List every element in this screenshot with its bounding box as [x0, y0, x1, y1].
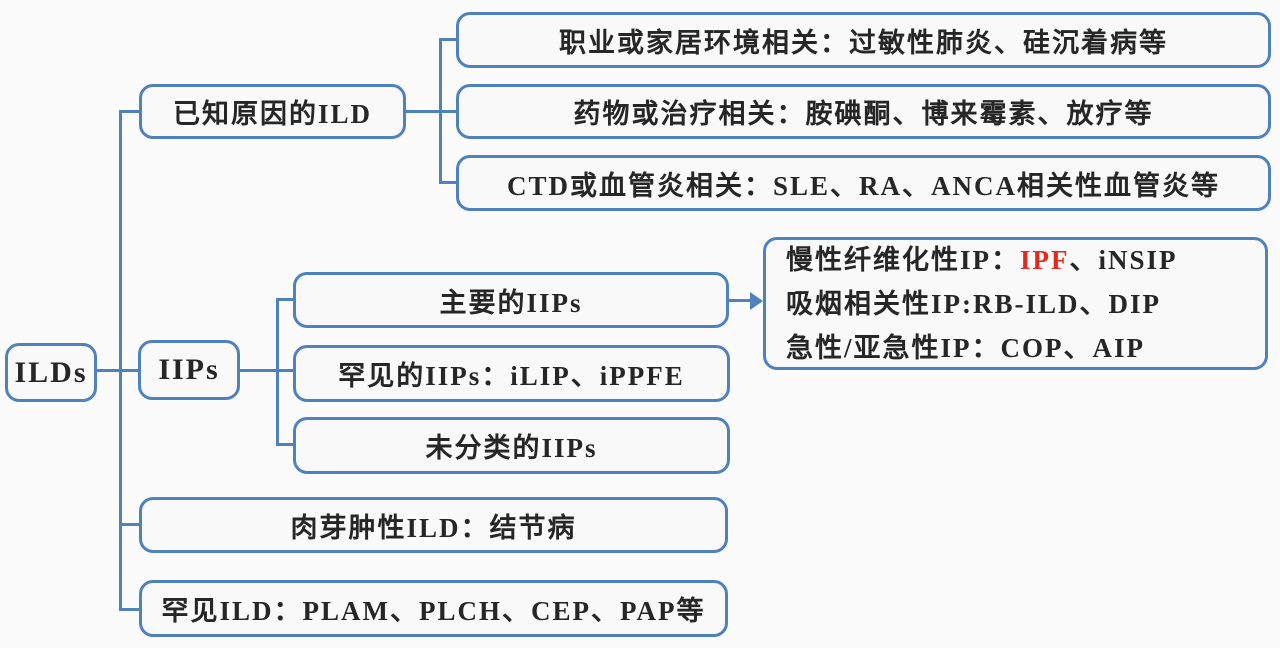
node-label: 罕见的IIPs：iLIP、iPPFE — [338, 361, 685, 391]
connector-main-trunk — [119, 110, 122, 611]
connector-iips-branch — [240, 369, 293, 372]
connector-root-to-trunk — [97, 369, 138, 372]
node-label: 职业或家居环境相关：过敏性肺炎、硅沉着病等 — [559, 27, 1168, 58]
arrow-right-icon — [750, 292, 763, 310]
detail-line-acute-subacute: 急性/亚急性IP：COP、AIP — [786, 332, 1145, 363]
connector-trunk-to-rare-ild — [119, 608, 139, 611]
node-label: IIPs — [158, 353, 220, 386]
detail-line-chronic-fibrosing: 慢性纤维化性IP：IPF、iNSIP — [786, 238, 1178, 282]
connector-to-occupational — [439, 38, 456, 41]
node-ilds-root: ILDs — [5, 343, 97, 402]
node-label: 未分类的IIPs — [425, 433, 598, 463]
node-major-iips-detail: 慢性纤维化性IP：IPF、iNSIP 吸烟相关性IP:RB-ILD、DIP 急性… — [763, 237, 1268, 370]
node-iips: IIPs — [138, 340, 240, 400]
node-label: ILDs — [14, 355, 88, 389]
node-label: 药物或治疗相关：胺碘酮、博来霉素、放疗等 — [573, 99, 1154, 129]
detail-line1-prefix: 慢性纤维化性IP： — [786, 244, 1020, 275]
node-label: 主要的IIPs — [439, 287, 583, 318]
node-occupational-environmental: 职业或家居环境相关：过敏性肺炎、硅沉着病等 — [456, 12, 1271, 68]
node-drug-treatment-related: 药物或治疗相关：胺碘酮、博来霉素、放疗等 — [456, 84, 1271, 139]
node-unclassified-iips: 未分类的IIPs — [293, 417, 730, 474]
node-label: 已知原因的ILD — [172, 99, 372, 129]
node-label: CTD或血管炎相关：SLE、RA、ANCA相关性血管炎等 — [506, 170, 1221, 201]
node-known-cause-ild: 已知原因的ILD — [139, 84, 406, 139]
detail-line1-suffix: 、iNSIP — [1069, 244, 1178, 275]
connector-trunk-to-known-cause — [119, 110, 139, 113]
connector-to-ctd — [439, 181, 456, 184]
detail-line-smoking-related: 吸烟相关性IP:RB-ILD、DIP — [786, 288, 1162, 319]
node-rare-ild: 罕见ILD：PLAM、PLCH、CEP、PAP等 — [139, 580, 728, 637]
node-ctd-vasculitis-related: CTD或血管炎相关：SLE、RA、ANCA相关性血管炎等 — [456, 155, 1271, 211]
connector-to-unclassified-iips — [276, 443, 293, 446]
node-label: 肉芽肿性ILD：结节病 — [290, 512, 577, 543]
node-granulomatous-ild: 肉芽肿性ILD：结节病 — [139, 497, 728, 553]
connector-known-cause-branch — [406, 110, 456, 113]
connector-trunk-to-granulomatous — [119, 523, 139, 526]
connector-major-iips-arrow-line — [728, 299, 752, 302]
connector-known-cause-vertical — [439, 38, 442, 184]
node-major-iips: 主要的IIPs — [293, 272, 729, 328]
node-rare-iips: 罕见的IIPs：iLIP、iPPFE — [293, 345, 730, 402]
connector-to-major-iips — [276, 298, 293, 301]
connector-iips-vertical — [276, 298, 279, 446]
node-label: 罕见ILD：PLAM、PLCH、CEP、PAP等 — [161, 596, 706, 626]
detail-line1-highlight-ipf: IPF — [1020, 244, 1070, 275]
